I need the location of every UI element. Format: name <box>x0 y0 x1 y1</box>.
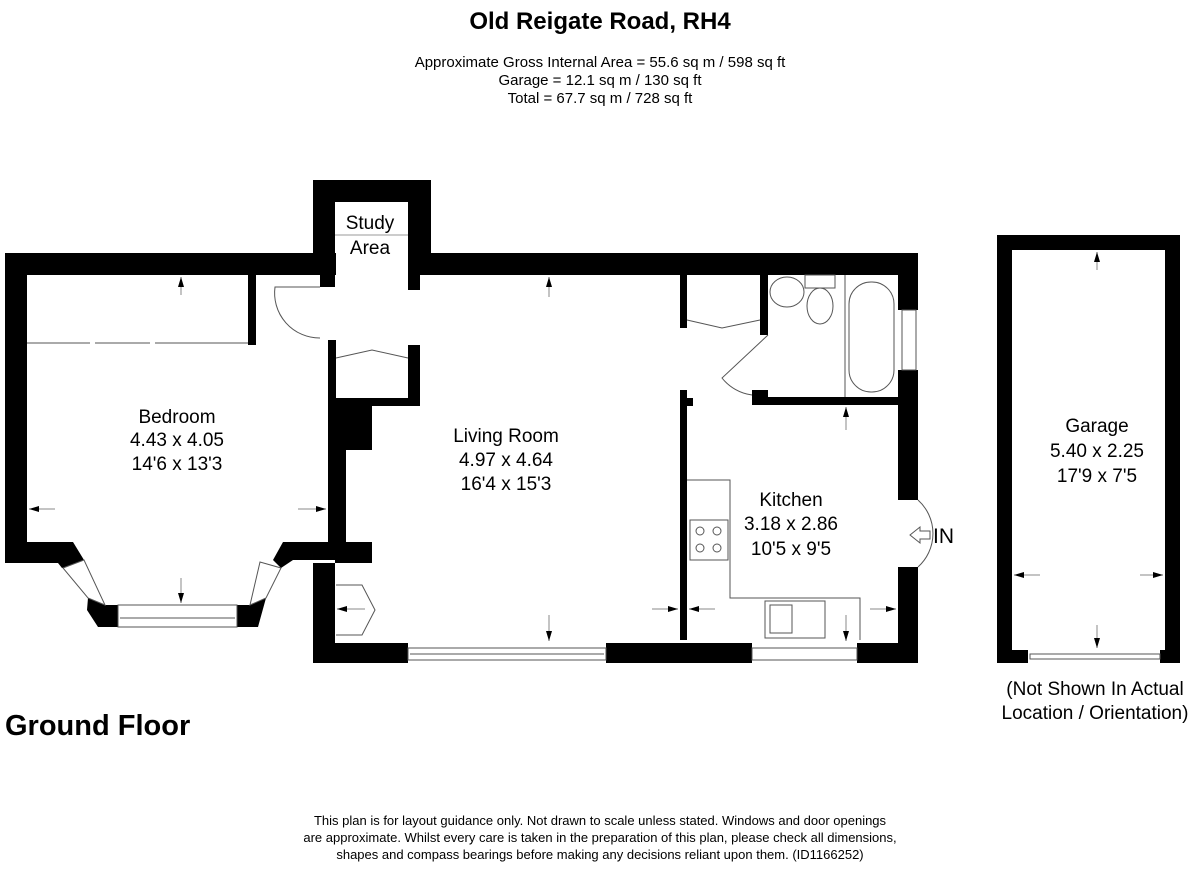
toilet-icon <box>806 287 834 325</box>
bath-icon <box>848 281 895 393</box>
garage-area-text: Garage = 12.1 sq m / 130 sq ft <box>498 72 702 89</box>
entrance-arrow-icon <box>909 525 931 545</box>
disclaimer-line3: shapes and compass bearings before makin… <box>336 847 864 862</box>
kitchen-metric: 3.18 x 2.86 <box>744 514 838 535</box>
garage-imperial: 17'9 x 7'5 <box>1057 466 1137 487</box>
windows <box>62 309 917 661</box>
hob-icon <box>689 519 729 561</box>
garage-name: Garage <box>1065 416 1128 437</box>
floor-label: Ground Floor <box>5 710 191 742</box>
entrance-label: IN <box>933 525 954 548</box>
garage-walls <box>997 235 1180 663</box>
living-room-metric: 4.97 x 4.64 <box>459 450 553 471</box>
living-room-imperial: 16'4 x 15'3 <box>461 474 552 495</box>
bathroom-fittings <box>769 274 895 397</box>
walls <box>5 180 918 663</box>
doors <box>27 286 934 636</box>
sink-icon <box>764 600 826 639</box>
bedroom-metric: 4.43 x 4.05 <box>130 430 224 451</box>
basin-icon <box>769 276 805 308</box>
kitchen-imperial: 10'5 x 9'5 <box>751 539 831 560</box>
total-area-text: Total = 67.7 sq m / 728 sq ft <box>507 90 693 107</box>
bedroom-imperial: 14'6 x 13'3 <box>132 454 223 475</box>
gross-area-text: Approximate Gross Internal Area = 55.6 s… <box>414 54 786 71</box>
disclaimer-line2: are approximate. Whilst every care is ta… <box>303 830 897 845</box>
study-label: Study <box>346 213 395 234</box>
garage-note-line2: Location / Orientation) <box>1001 703 1189 724</box>
bedroom-name: Bedroom <box>138 407 215 428</box>
study-label-2: Area <box>350 238 391 259</box>
dimension-arrows <box>29 252 1163 648</box>
garage-metric: 5.40 x 2.25 <box>1050 441 1144 462</box>
disclaimer: This plan is for layout guidance only. N… <box>0 812 1200 863</box>
garage-note: (Not Shown In Actual Location / Orientat… <box>960 678 1200 726</box>
living-room-name: Living Room <box>453 426 559 447</box>
garage-note-line1: (Not Shown In Actual <box>1006 679 1184 700</box>
disclaimer-line1: This plan is for layout guidance only. N… <box>313 813 887 828</box>
kitchen-name: Kitchen <box>759 490 822 511</box>
plan-title: Old Reigate Road, RH4 <box>469 8 731 35</box>
kitchen-fittings <box>687 479 861 640</box>
